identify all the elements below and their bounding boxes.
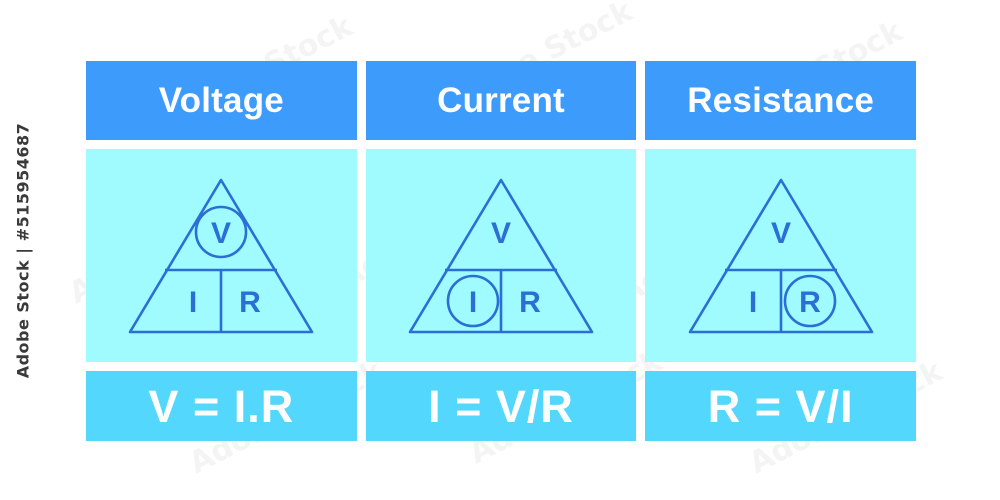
triangle-symbol-top: V	[771, 217, 791, 250]
watermark-side-label-text: Adobe Stock | #515954687	[13, 122, 33, 378]
table-formula-row: V = I.R I = V/R R = V/I	[86, 371, 917, 441]
formula-text-voltage: V = I.R	[148, 380, 295, 432]
ohm-triangle-resistance: V I R	[688, 178, 873, 333]
header-label-voltage: Voltage	[158, 81, 284, 120]
header-label-current: Current	[437, 81, 565, 120]
triangle-symbol-top: V	[491, 217, 511, 250]
diagram-cell-voltage: V I R	[86, 149, 357, 362]
diagram-cell-resistance: V I R	[645, 149, 917, 362]
table-header-row: Voltage Current Resistance	[86, 61, 917, 140]
header-cell-resistance: Resistance	[645, 61, 917, 140]
formula-cell-current: I = V/R	[365, 371, 637, 441]
triangle-symbol-bottom-left: I	[469, 286, 477, 319]
ohm-triangle-voltage: V I R	[129, 178, 314, 333]
header-label-resistance: Resistance	[687, 81, 875, 120]
formula-cell-voltage: V = I.R	[86, 371, 357, 441]
formula-cell-resistance: R = V/I	[645, 371, 917, 441]
highlight-circle-v	[195, 205, 248, 258]
highlight-circle-r	[783, 274, 836, 327]
triangle-symbol-bottom-left: I	[749, 286, 757, 319]
formula-text-resistance: R = V/I	[707, 380, 854, 432]
triangle-symbol-bottom-right: R	[799, 286, 821, 319]
table-diagram-row: V I R V I R	[86, 149, 917, 362]
triangle-symbol-bottom-right: R	[239, 286, 261, 319]
watermark-side-label: Adobe Stock | #515954687	[0, 0, 46, 500]
triangle-symbol-bottom-left: I	[189, 286, 197, 319]
ohm-triangle-current: V I R	[408, 178, 594, 333]
formula-text-current: I = V/R	[428, 380, 574, 432]
diagram-cell-current: V I R	[365, 149, 637, 362]
triangle-symbol-top: V	[211, 217, 231, 250]
highlight-circle-i	[446, 274, 500, 327]
header-cell-voltage: Voltage	[86, 61, 357, 140]
header-cell-current: Current	[365, 61, 637, 140]
ohms-law-table: Voltage Current Resistance V I R	[86, 61, 917, 441]
triangle-symbol-bottom-right: R	[519, 286, 541, 319]
